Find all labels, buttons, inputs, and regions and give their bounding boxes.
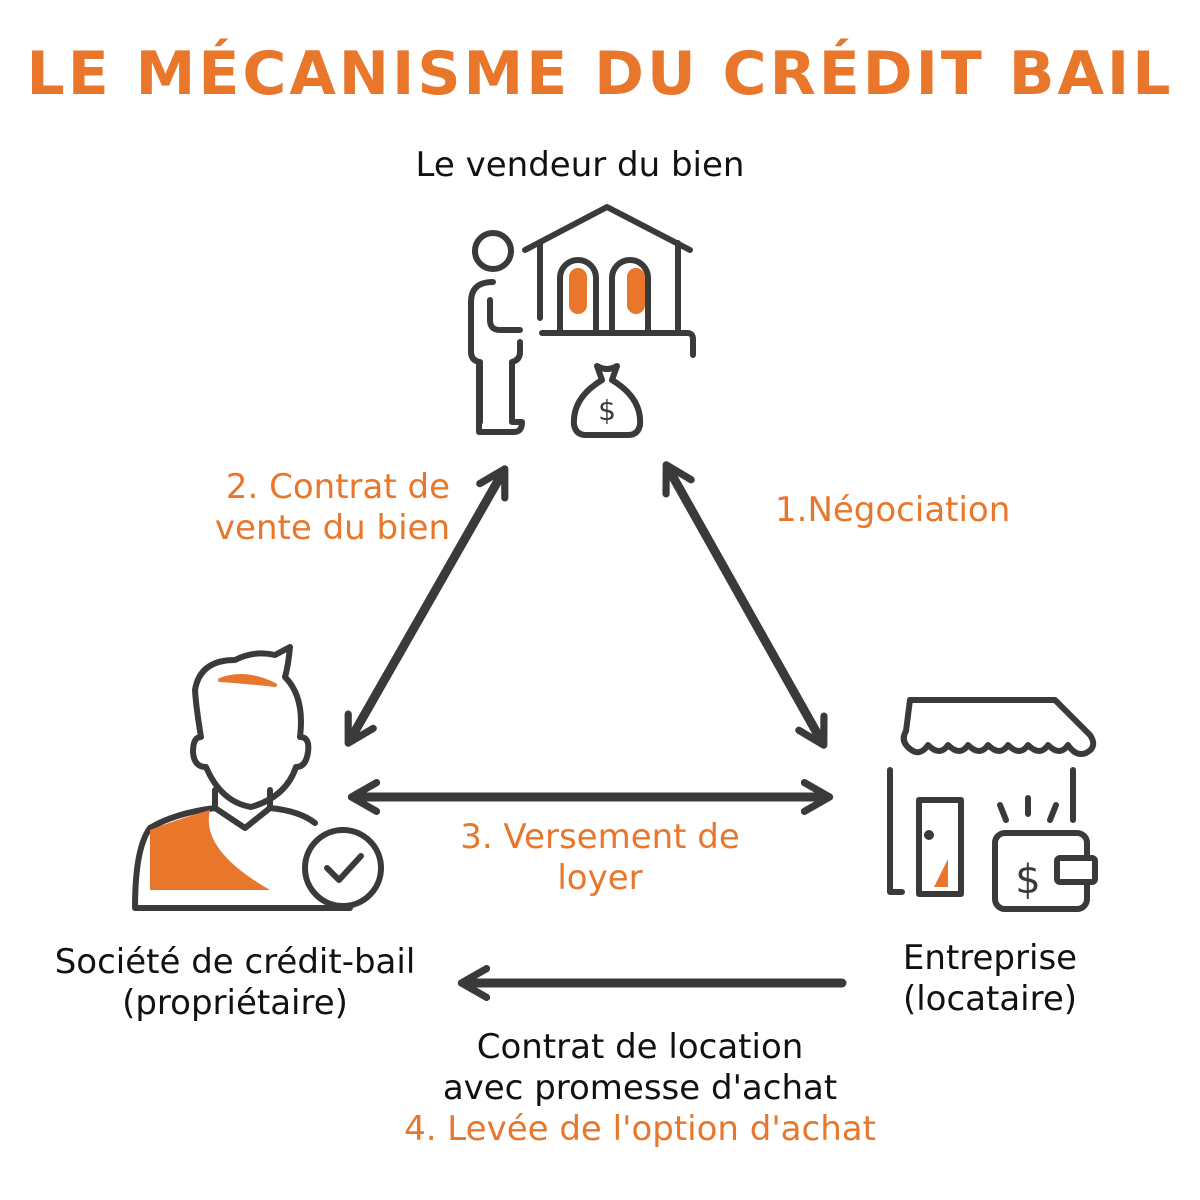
seller-house-money-icon: $ xyxy=(468,204,696,438)
svg-text:$: $ xyxy=(598,394,616,427)
svg-text:$: $ xyxy=(1015,857,1040,903)
diagram-title: LE MÉCANISME DU CRÉDIT BAIL xyxy=(26,39,1174,109)
step-4-label: Contrat de location avec promesse d'acha… xyxy=(340,1027,940,1149)
leasing-company-label: Société de crédit-bail (propriétaire) xyxy=(30,942,440,1024)
step-3-line1: 3. Versement de xyxy=(460,817,740,857)
purchase-option-line: 4. Levée de l'option d'achat xyxy=(404,1108,876,1149)
company-line1: Entreprise xyxy=(902,938,1078,978)
seller-label: Le vendeur du bien xyxy=(415,145,745,185)
arrow-negotiation xyxy=(662,461,828,749)
shop-wallet-icon: $ xyxy=(887,697,1098,912)
lease-contract-line2: avec promesse d'achat xyxy=(442,1067,838,1108)
company-label: Entreprise (locataire) xyxy=(860,938,1120,1020)
leasing-company-line2: (propriétaire) xyxy=(122,982,348,1023)
leasing-company-line1: Société de crédit-bail xyxy=(54,942,416,982)
lease-contract-line1: Contrat de location xyxy=(476,1027,804,1067)
arrow-sale-contract xyxy=(344,465,509,747)
person-check-icon xyxy=(132,644,384,911)
company-line2: (locataire) xyxy=(902,978,1078,1019)
step-3-label: 3. Versement de loyer xyxy=(400,817,800,899)
step-3-line2: loyer xyxy=(557,857,643,898)
